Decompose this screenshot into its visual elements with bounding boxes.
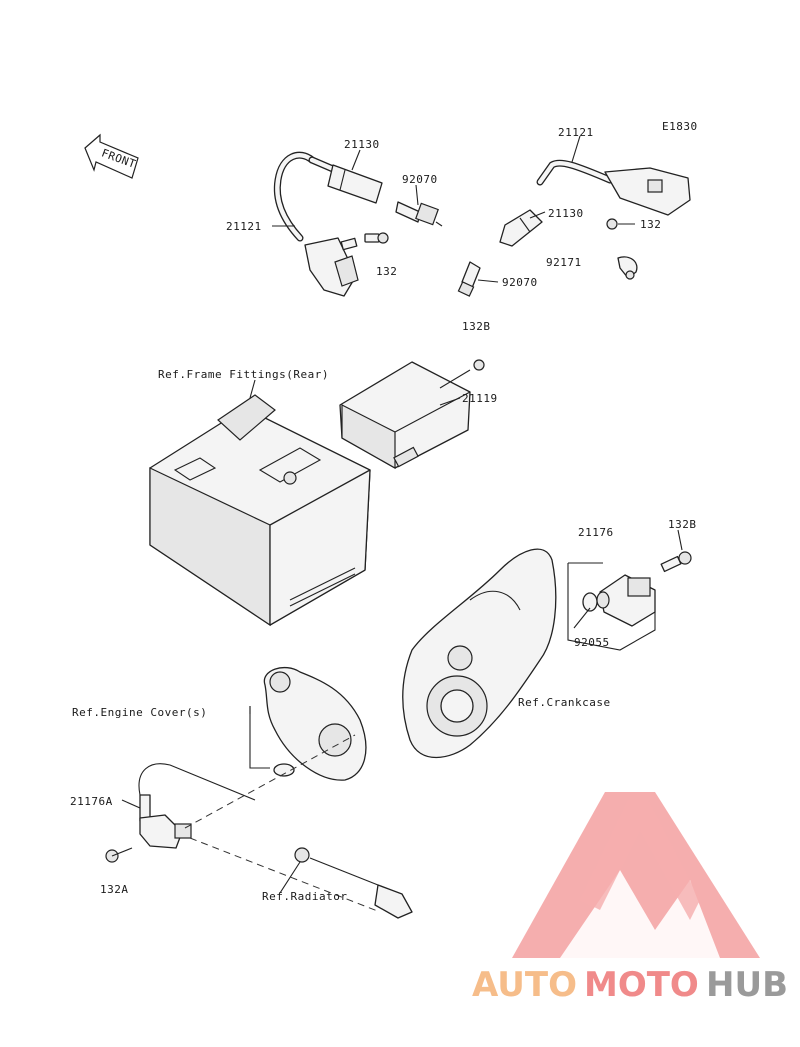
label-21121-right: 21121 (558, 126, 594, 139)
watermark-logo (512, 792, 760, 958)
left-ignition-coil (273, 151, 383, 297)
watermark-auto: AUTO (472, 965, 577, 1005)
watermark-text: AUTO MOTO HUB (472, 965, 788, 1005)
label-92171: 92171 (546, 256, 582, 269)
ref-radiator: Ref.Radiator (262, 890, 347, 903)
label-21130-right: 21130 (548, 207, 584, 220)
label-92070-right: 92070 (502, 276, 538, 289)
label-132B-right: 132B (668, 518, 697, 531)
ref-frame-fittings: Ref.Frame Fittings(Rear) (158, 368, 329, 381)
watermark-moto: MOTO (584, 965, 699, 1005)
right-clamp-92171 (617, 256, 638, 280)
label-21176A: 21176A (70, 795, 113, 808)
watermark-hub: HUB (706, 965, 788, 1005)
ref-engine-cover: Ref.Engine Cover(s) (72, 706, 207, 719)
bolt-132B-right (660, 551, 692, 573)
frame-fittings-box (149, 394, 371, 627)
crankcase (402, 548, 557, 759)
front-direction-arrow: FRONT (84, 133, 139, 179)
speed-sensor-21176A (105, 734, 413, 919)
left-bolt-132 (364, 232, 389, 244)
label-21119: 21119 (462, 392, 498, 405)
label-21121-left: 21121 (226, 220, 262, 233)
label-132-right: 132 (640, 218, 661, 231)
leader-lines (121, 135, 683, 894)
right-spark-plug (457, 261, 481, 297)
label-92055: 92055 (574, 636, 610, 649)
label-21130-left: 21130 (344, 138, 380, 151)
label-132A: 132A (100, 883, 129, 896)
diagram-code: E1830 (662, 120, 698, 133)
label-132-left: 132 (376, 265, 397, 278)
pickup-coil-21176 (567, 562, 656, 651)
label-132B-top: 132B (462, 320, 491, 333)
ignitor-21119 (339, 359, 485, 470)
engine-cover (249, 667, 367, 781)
right-ignition-coil (499, 159, 691, 247)
left-spark-plug (395, 201, 443, 227)
ref-crankcase: Ref.Crankcase (518, 696, 611, 709)
label-92070-left: 92070 (402, 173, 438, 186)
label-21176: 21176 (578, 526, 614, 539)
